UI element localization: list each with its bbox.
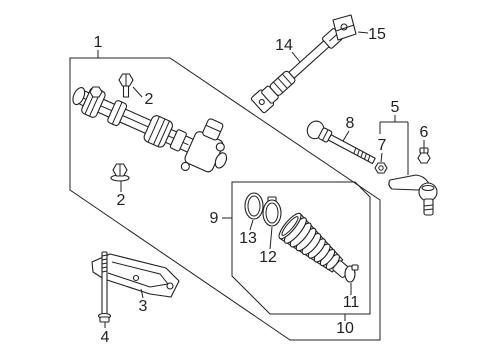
rack-right-end (214, 152, 228, 169)
rack-left-end (72, 87, 86, 106)
yoke-bolt (258, 98, 265, 106)
pinion-valve-ring (205, 124, 221, 133)
callout-13: 13 (239, 230, 257, 247)
bushing-ridge (157, 120, 170, 147)
callout-7: 7 (378, 137, 387, 154)
plate-hole (132, 274, 140, 282)
boot-ridge (273, 81, 284, 93)
bolt-thread (101, 270, 108, 273)
callout-11: 11 (343, 294, 360, 311)
jam-nut (374, 162, 388, 174)
rod-thread (356, 149, 360, 156)
rack-boot (278, 212, 351, 278)
callout-4: 4 (101, 329, 110, 346)
boot-ridge (277, 77, 288, 89)
bushing-ridge (111, 101, 123, 125)
leader-line-8 (342, 130, 350, 142)
callout-10: 10 (336, 320, 354, 337)
boot-large-opening (278, 212, 302, 240)
boot-clamp-ring-inner (247, 195, 261, 217)
pinion-valve-body (202, 118, 224, 141)
rack-and-pinion-assembly (72, 87, 228, 173)
right-mount-bushing (143, 115, 173, 148)
leader-line-7 (380, 152, 383, 163)
boot-large-opening-inner (281, 216, 299, 236)
castle-nut (417, 152, 431, 164)
leader-bracket-5 (379, 115, 409, 175)
bolt-thread (101, 262, 108, 265)
ball-joint-top (421, 185, 435, 191)
boot-kit-9-frame (231, 181, 371, 315)
rack-stud-nut (89, 86, 103, 98)
callout-6: 6 (420, 124, 429, 141)
callout-2-lower: 2 (117, 192, 126, 209)
mount-stud (122, 84, 130, 98)
hose-fitting (215, 142, 225, 152)
intermediate-steering-shaft (250, 28, 343, 114)
leader-line-14 (291, 51, 301, 63)
leader-line-3 (140, 288, 144, 299)
shaft-tube (288, 40, 330, 79)
stud-thread (423, 208, 434, 211)
rod-thread (363, 153, 367, 160)
callout-14: 14 (275, 37, 293, 54)
boot-ridge (281, 73, 293, 85)
assembly-1-frame (69, 57, 381, 341)
callout-3: 3 (139, 298, 148, 315)
leader-line-13 (249, 219, 254, 231)
leader-line-2-upper (132, 86, 143, 98)
plate-hole (166, 282, 174, 290)
jam-nut-bore (378, 165, 384, 171)
hose-fitting (180, 161, 190, 172)
callout-1: 1 (94, 34, 103, 51)
collar-flat (321, 129, 329, 141)
callout-15: 15 (368, 26, 386, 43)
stud-thread (423, 204, 434, 207)
bushing-ridge (147, 116, 160, 143)
leader-line-12 (269, 226, 273, 250)
long-bolt-shank (101, 251, 108, 316)
callout-8: 8 (346, 115, 355, 132)
ball-stud (423, 198, 434, 216)
rod-thread (367, 155, 371, 162)
bolt-thread (101, 254, 108, 257)
right-end-collar (169, 129, 187, 152)
callout-9: 9 (210, 210, 219, 227)
callout-12: 12 (259, 249, 277, 266)
rod-thread (353, 147, 357, 154)
bolt-thread (101, 266, 108, 269)
boot-clamp-inner (265, 202, 279, 224)
tie-rod-shaft (327, 134, 376, 165)
bracket-fold (335, 24, 355, 32)
bushing-ridge (153, 118, 166, 145)
callout-5: 5 (391, 99, 400, 116)
leader-line-15 (357, 31, 369, 34)
long-bolt-head (99, 316, 110, 323)
inner-tie-rod (306, 120, 376, 165)
small-boot-clamp-tab (351, 264, 359, 271)
bolt-thread (101, 258, 108, 261)
callout-2-upper: 2 (145, 91, 154, 108)
rod-thread (360, 151, 364, 158)
